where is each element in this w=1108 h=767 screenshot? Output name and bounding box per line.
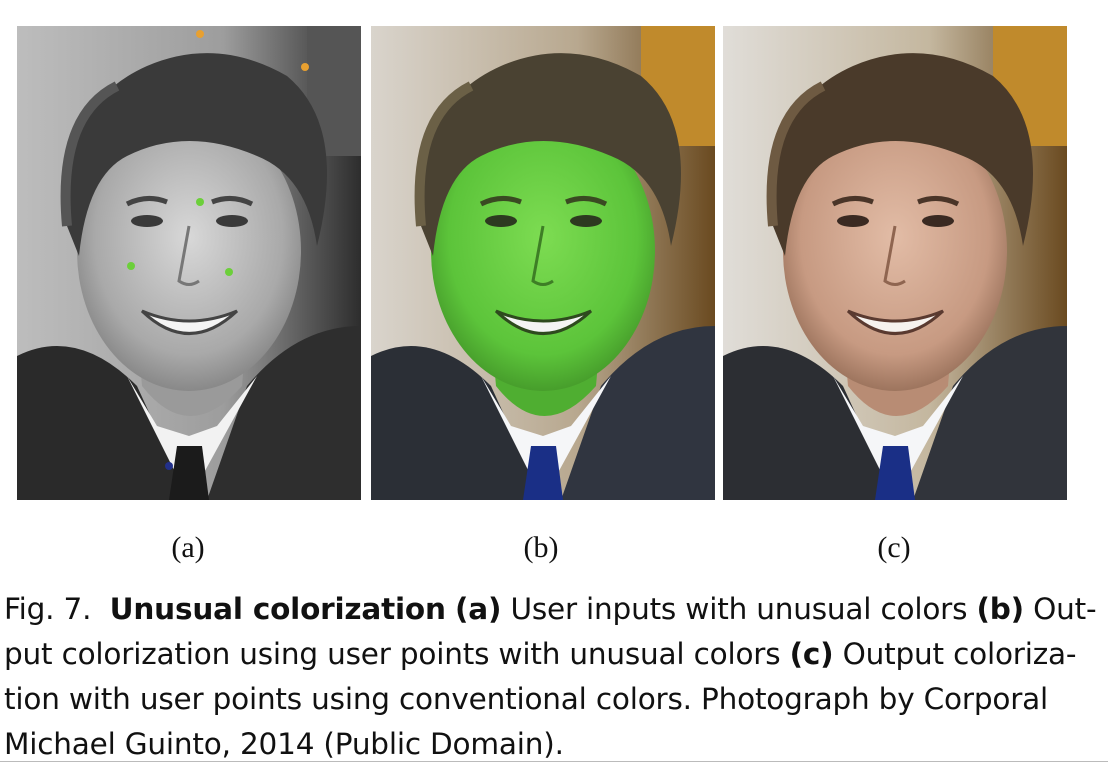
user-point-green	[196, 198, 204, 206]
caption-part-b-tag: (b)	[976, 592, 1024, 626]
portrait-grayscale	[17, 26, 361, 500]
caption-part-c-text: Output coloriza-tion with user points us…	[4, 637, 1077, 761]
subfigure-label-b: (b)	[523, 531, 559, 564]
user-point-orange	[301, 63, 309, 71]
caption-part-a-tag: (a)	[454, 592, 502, 626]
caption-part-b-text: Out-put colorization using user points w…	[4, 592, 1097, 671]
user-point-green	[127, 262, 135, 270]
subfigure-label-c: (c)	[877, 531, 911, 564]
panel-c-conventional-colorization-image	[723, 26, 1067, 500]
portrait-green-skin	[371, 26, 715, 500]
caption-title: Unusual colorization	[109, 592, 446, 626]
panel-b-unusual-colorization-image	[371, 26, 715, 500]
panel-a-user-inputs-image	[17, 26, 361, 500]
user-point-orange	[196, 30, 204, 38]
subfigure-label-a: (a)	[171, 531, 205, 564]
user-point-green	[225, 268, 233, 276]
portrait-natural-color	[723, 26, 1067, 500]
user-point-blue	[165, 462, 173, 470]
figure-caption: Fig. 7. Unusual colorization (a) User in…	[4, 587, 1100, 767]
page-bottom-rule	[0, 761, 1108, 762]
figure-panels-row	[17, 26, 1067, 500]
caption-part-a-text: User inputs with unusual colors	[510, 592, 968, 626]
caption-part-c-tag: (c)	[789, 637, 834, 671]
caption-prefix: Fig. 7.	[4, 592, 92, 626]
